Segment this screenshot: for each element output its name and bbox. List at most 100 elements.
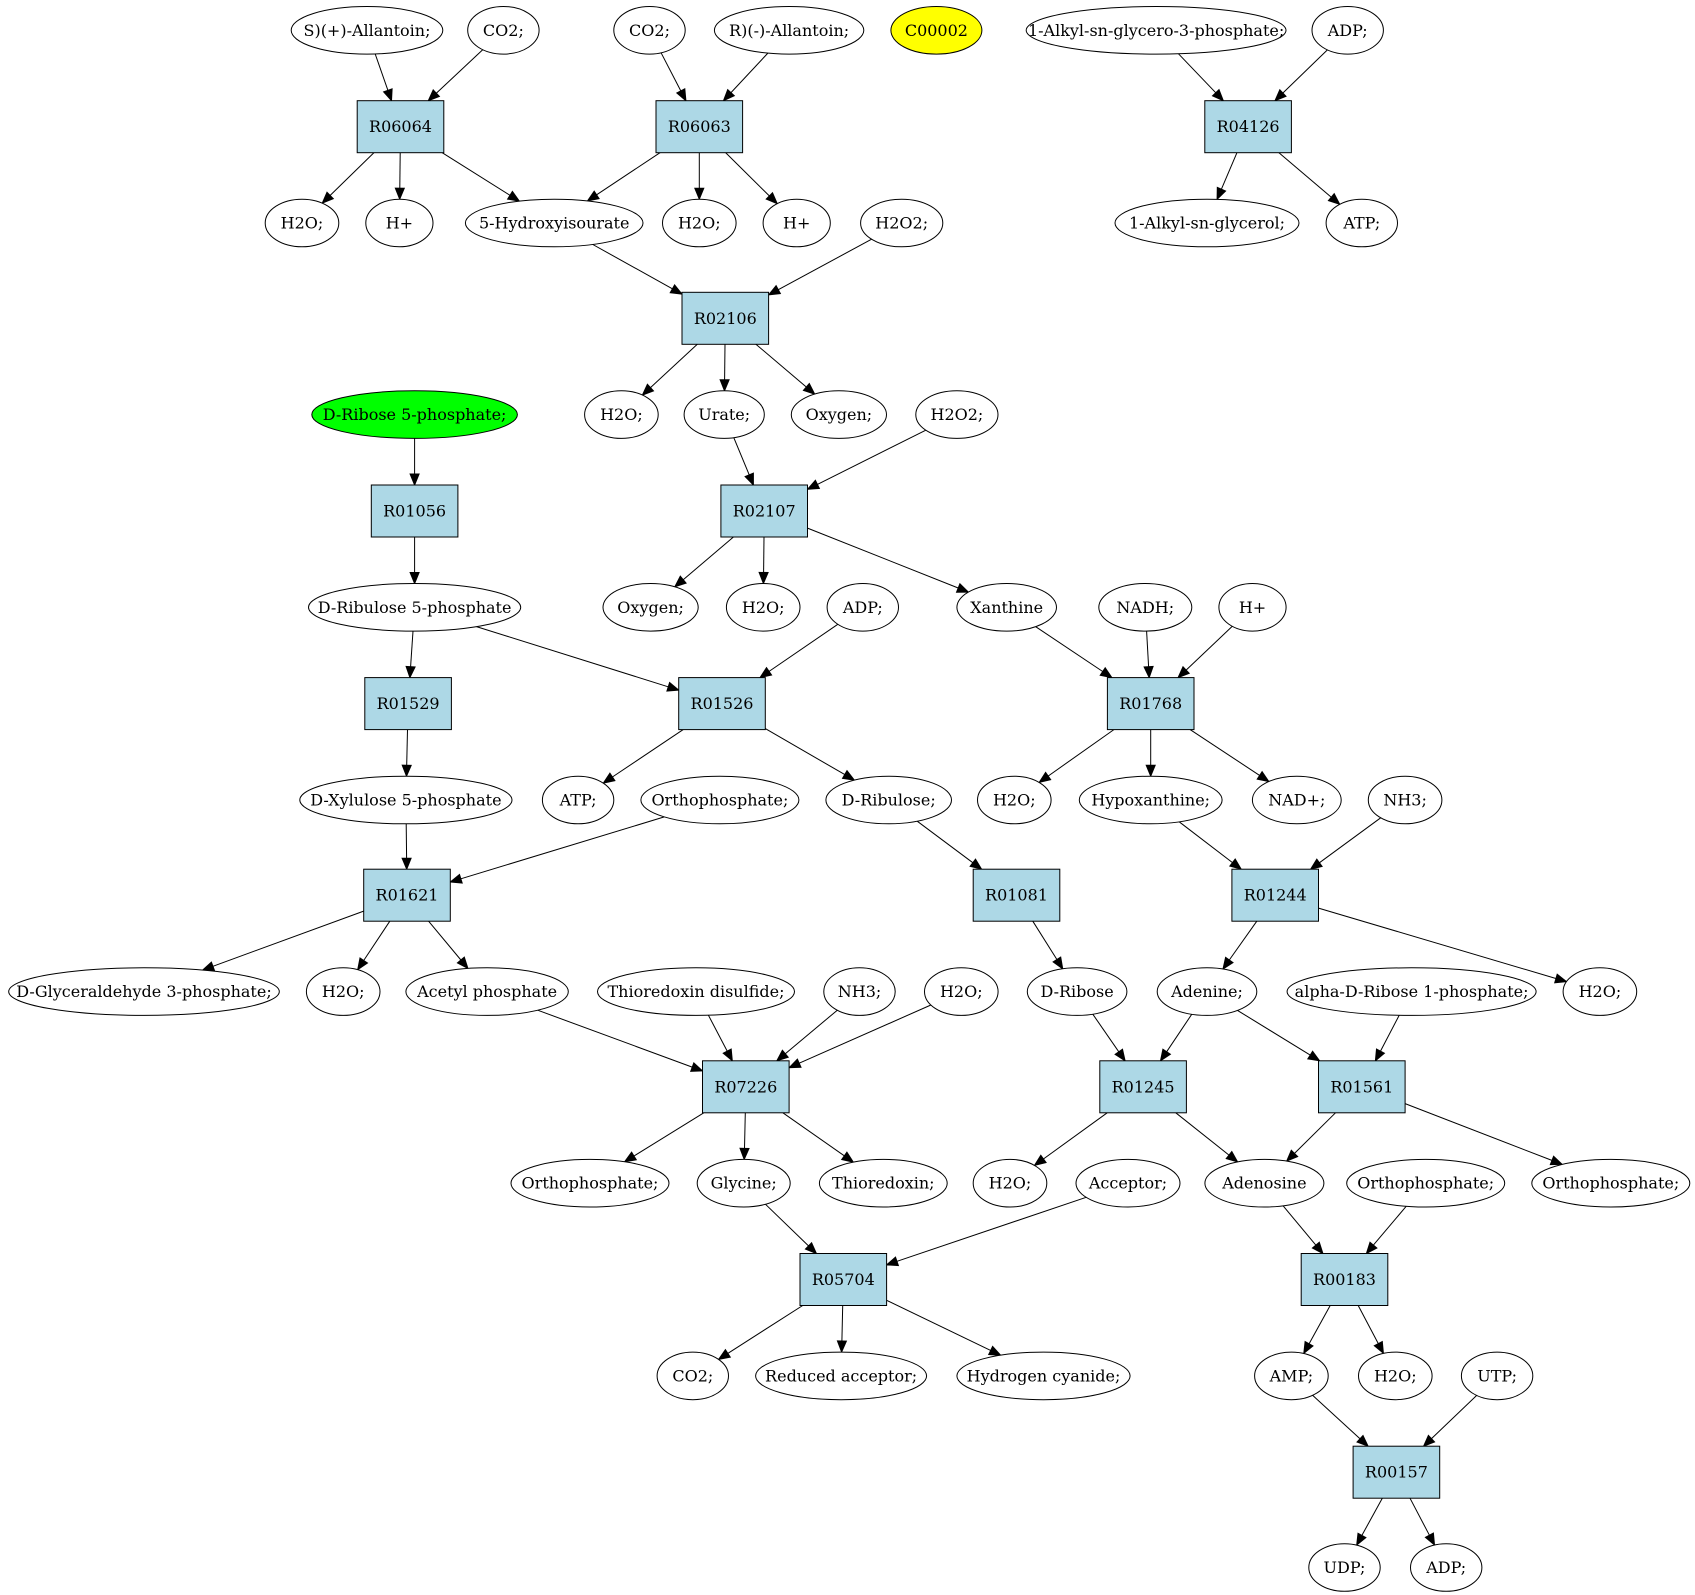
compound-node-oxygen[interactable]: Oxygen; bbox=[602, 583, 699, 632]
edge-c16-r5 bbox=[409, 438, 420, 487]
arrowhead bbox=[1373, 1340, 1385, 1355]
compound-node-d-ribose-5-phosphate[interactable]: D-Ribose 5-phosphate; bbox=[311, 390, 518, 439]
reaction-node-r02107[interactable]: R02107 bbox=[720, 484, 809, 538]
compound-node-h2o[interactable]: H2O; bbox=[662, 198, 737, 248]
compound-node-orthophosphate[interactable]: Orthophosphate; bbox=[510, 1158, 670, 1208]
compound-label: R)(-)-Allantoin; bbox=[729, 21, 849, 40]
compound-node-h2o2[interactable]: H2O2; bbox=[915, 390, 999, 439]
compound-node-co2[interactable]: CO2; bbox=[467, 6, 540, 55]
compound-node-orthophosphate[interactable]: Orthophosphate; bbox=[1531, 1158, 1691, 1208]
compound-node-glycine[interactable]: Glycine; bbox=[696, 1158, 791, 1208]
compound-node-co2[interactable]: CO2; bbox=[613, 6, 686, 55]
compound-node-co2[interactable]: CO2; bbox=[656, 1351, 729, 1401]
compound-node-adenine[interactable]: Adenine; bbox=[1156, 967, 1258, 1016]
compound-node-adp[interactable]: ADP; bbox=[1311, 6, 1384, 55]
reaction-node-r01526[interactable]: R01526 bbox=[678, 677, 766, 731]
compound-node-s-allantoin[interactable]: S)(+)-Allantoin; bbox=[290, 6, 444, 55]
compound-node-h[interactable]: H+ bbox=[1218, 583, 1287, 632]
compound-node-urate[interactable]: Urate; bbox=[683, 390, 765, 439]
reaction-node-r01561[interactable]: R01561 bbox=[1318, 1060, 1406, 1114]
reaction-node-r02106[interactable]: R02106 bbox=[681, 291, 770, 345]
reaction-node-r05704[interactable]: R05704 bbox=[799, 1253, 888, 1306]
compound-node-alpha-d-ribose-1-phosphate[interactable]: alpha-D-Ribose 1-phosphate; bbox=[1286, 967, 1537, 1016]
edge-r2-c11 bbox=[694, 152, 705, 201]
arrowhead bbox=[758, 571, 769, 585]
compound-node-orthophosphate[interactable]: Orthophosphate; bbox=[640, 775, 800, 825]
compound-node-d-xylulose-5-phosphate[interactable]: D-Xylulose 5-phosphate bbox=[299, 775, 513, 825]
compound-node-h2o[interactable]: H2O; bbox=[977, 775, 1052, 825]
compound-node-1-alkyl-sn-glycerol[interactable]: 1-Alkyl-sn-glycerol; bbox=[1114, 198, 1300, 248]
compound-node-h2o[interactable]: H2O; bbox=[924, 967, 999, 1016]
compound-node-1-alkyl-sn-glycero-3-phosphate[interactable]: 1-Alkyl-sn-glycero-3-phosphate; bbox=[1025, 6, 1287, 55]
reaction-box bbox=[363, 868, 451, 922]
compound-node-thioredoxin[interactable]: Thioredoxin; bbox=[818, 1158, 948, 1208]
arrowhead bbox=[722, 88, 736, 102]
edge-line bbox=[476, 626, 669, 688]
compound-label: Glycine; bbox=[711, 1174, 777, 1193]
compound-node-reduced-acceptor[interactable]: Reduced acceptor; bbox=[755, 1351, 928, 1401]
reaction-node-r01768[interactable]: R01768 bbox=[1106, 677, 1195, 731]
reaction-node-r01081[interactable]: R01081 bbox=[972, 868, 1061, 922]
compound-node-h2o[interactable]: H2O; bbox=[584, 390, 659, 439]
compound-node-h2o2[interactable]: H2O2; bbox=[860, 198, 944, 248]
arrowhead bbox=[1356, 1532, 1367, 1547]
arrowhead bbox=[841, 769, 856, 781]
compound-node-hydrogen-cyanide[interactable]: Hydrogen cyanide; bbox=[956, 1351, 1131, 1401]
compound-node-h[interactable]: H+ bbox=[762, 198, 831, 248]
compound-ellipse bbox=[1156, 967, 1258, 1016]
reaction-node-r01244[interactable]: R01244 bbox=[1231, 868, 1320, 922]
compound-node-nad[interactable]: NAD+; bbox=[1251, 775, 1342, 825]
compound-node-thioredoxin-disulfide[interactable]: Thioredoxin disulfide; bbox=[597, 967, 795, 1016]
compound-node-nadh[interactable]: NADH; bbox=[1098, 583, 1193, 632]
compound-node-amp[interactable]: AMP; bbox=[1254, 1351, 1329, 1401]
compound-node-h2o[interactable]: H2O; bbox=[264, 198, 340, 248]
compound-node-r-allantoin[interactable]: R)(-)-Allantoin; bbox=[713, 6, 865, 55]
reaction-node-r06064[interactable]: R06064 bbox=[356, 100, 445, 154]
compound-node-h2o[interactable]: H2O; bbox=[972, 1158, 1048, 1208]
compound-ellipse bbox=[311, 390, 518, 439]
compound-node-xanthine[interactable]: Xanthine bbox=[956, 583, 1058, 632]
compound-node-acetyl-phosphate[interactable]: Acetyl phosphate bbox=[405, 967, 569, 1016]
compound-node-d-ribulose[interactable]: D-Ribulose; bbox=[825, 775, 953, 825]
reaction-node-r07226[interactable]: R07226 bbox=[702, 1060, 790, 1114]
compound-node-c00002[interactable]: C00002 bbox=[890, 6, 983, 55]
compound-node-udp[interactable]: UDP; bbox=[1308, 1543, 1381, 1592]
arrowhead bbox=[1159, 1048, 1172, 1062]
edge-line bbox=[886, 1299, 991, 1351]
compound-node-adp[interactable]: ADP; bbox=[826, 583, 899, 632]
compound-node-nh3[interactable]: NH3; bbox=[1367, 775, 1443, 825]
compound-node-utp[interactable]: UTP; bbox=[1460, 1351, 1534, 1401]
compound-node-d-ribose[interactable]: D-Ribose bbox=[1026, 967, 1128, 1016]
compound-node-adenosine[interactable]: Adenosine bbox=[1204, 1158, 1325, 1208]
edge-line bbox=[744, 1112, 746, 1149]
compound-node-5-hydroxyisourate[interactable]: 5-Hydroxyisourate bbox=[464, 198, 644, 248]
reaction-label: R01526 bbox=[691, 694, 754, 713]
compound-node-atp[interactable]: ATP; bbox=[541, 775, 615, 825]
compound-node-oxygen[interactable]: Oxygen; bbox=[790, 390, 888, 439]
reaction-node-r04126[interactable]: R04126 bbox=[1204, 100, 1292, 154]
reaction-node-r00157[interactable]: R00157 bbox=[1352, 1445, 1441, 1499]
compound-node-nh3[interactable]: NH3; bbox=[823, 967, 896, 1016]
compound-node-orthophosphate[interactable]: Orthophosphate; bbox=[1346, 1158, 1506, 1208]
reaction-node-r01529[interactable]: R01529 bbox=[364, 677, 452, 731]
reaction-node-r01245[interactable]: R01245 bbox=[1099, 1060, 1187, 1114]
reaction-label: R01081 bbox=[985, 886, 1048, 905]
compound-node-h2o[interactable]: H2O; bbox=[1562, 967, 1638, 1016]
compound-node-h2o[interactable]: H2O; bbox=[725, 583, 801, 632]
reaction-node-r01621[interactable]: R01621 bbox=[363, 868, 451, 922]
compound-node-acceptor[interactable]: Acceptor; bbox=[1075, 1158, 1181, 1208]
arrowhead bbox=[836, 1340, 848, 1354]
compound-node-d-ribulose-5-phosphate[interactable]: D-Ribulose 5-phosphate bbox=[308, 583, 522, 632]
arrowhead bbox=[722, 1048, 733, 1062]
compound-node-h2o[interactable]: H2O; bbox=[1358, 1351, 1433, 1401]
compound-node-h[interactable]: H+ bbox=[365, 198, 434, 248]
reaction-node-r00183[interactable]: R00183 bbox=[1300, 1253, 1389, 1306]
compound-label: NADH; bbox=[1116, 598, 1174, 617]
compound-node-h2o[interactable]: H2O; bbox=[305, 967, 381, 1016]
reaction-node-r01056[interactable]: R01056 bbox=[370, 484, 459, 538]
compound-node-d-glyceraldehyde-3-phosphate[interactable]: D-Glyceraldehyde 3-phosphate; bbox=[8, 967, 280, 1016]
compound-node-adp[interactable]: ADP; bbox=[1410, 1543, 1483, 1592]
compound-node-hypoxanthine[interactable]: Hypoxanthine; bbox=[1078, 775, 1223, 825]
compound-node-atp[interactable]: ATP; bbox=[1325, 198, 1399, 248]
reaction-node-r06063[interactable]: R06063 bbox=[655, 100, 744, 154]
